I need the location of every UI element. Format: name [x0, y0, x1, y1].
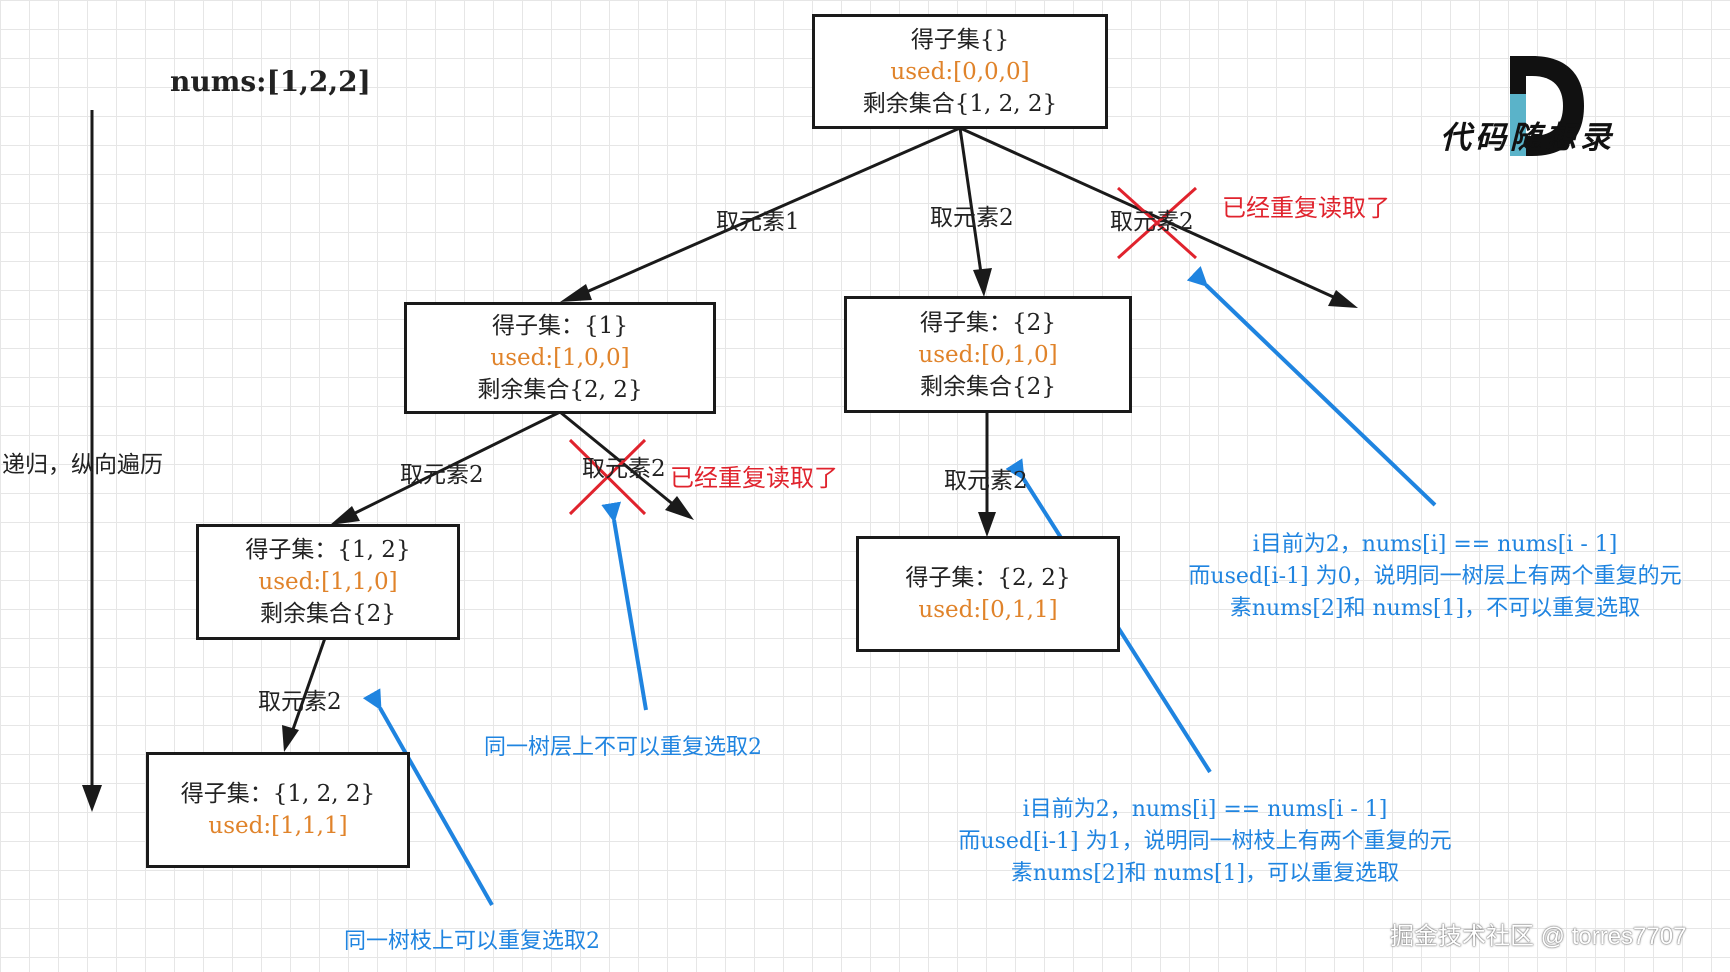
node-used: used:[0,0,0]	[890, 58, 1030, 85]
edge-n1-x	[559, 410, 681, 512]
node-used: used:[1,1,0]	[258, 569, 398, 595]
recursion-label: 递归，纵向遍历	[2, 452, 163, 478]
edge-n1-n12	[344, 410, 561, 520]
edge-label-n2-n22: 取元素2	[944, 468, 1028, 494]
edge-label-root-n1: 取元素1	[716, 209, 800, 235]
explain-line: 素nums[2]和 nums[1]，不可以重复选取	[1229, 596, 1641, 621]
explain-line: i目前为2，nums[i] == nums[i - 1]	[1022, 797, 1388, 822]
layer-note: 同一树层上不可以重复选取2	[484, 735, 762, 760]
node-remaining: 剩余集合{2}	[260, 601, 396, 627]
explain-note-top: i目前为2，nums[i] == nums[i - 1] 而used[i-1] …	[1150, 529, 1720, 625]
explain-note-bottom: i目前为2，nums[i] == nums[i - 1] 而used[i-1] …	[920, 794, 1490, 890]
explain-line: 素nums[2]和 nums[1]，可以重复选取	[1010, 861, 1400, 886]
node-2: 得子集：{2} used:[0,1,0] 剩余集合{2}	[844, 296, 1132, 413]
branch-note: 同一树枝上可以重复选取2	[344, 929, 600, 954]
node-subset: 得子集{}	[910, 26, 1010, 53]
node-subset: 得子集：{2, 2}	[905, 565, 1071, 591]
edge-label-root-x: 取元素2	[1110, 209, 1194, 235]
node-1-2-2: 得子集：{1, 2, 2} used:[1,1,1]	[146, 752, 410, 868]
node-subset: 得子集：{2}	[920, 309, 1056, 336]
node-used: used:[0,1,1]	[918, 597, 1058, 623]
blue-arrow-layer	[601, 501, 648, 711]
node-subset: 得子集：{1, 2, 2}	[180, 781, 376, 807]
edge-root-n1	[574, 126, 961, 299]
node-subset: 得子集：{1}	[492, 313, 628, 339]
node-used: used:[1,0,0]	[490, 345, 630, 371]
logo-mark	[1510, 56, 1584, 156]
node-2-2: 得子集：{2, 2} used:[0,1,1]	[856, 536, 1120, 652]
nums-title: nums:[1,2,2]	[170, 65, 371, 98]
node-subset: 得子集：{1, 2}	[245, 537, 411, 563]
node-1-2: 得子集：{1, 2} used:[1,1,0] 剩余集合{2}	[196, 524, 460, 640]
duplicate-note-top: 已经重复读取了	[1222, 194, 1390, 222]
edge-root-x	[959, 126, 1341, 302]
node-remaining: 剩余集合{2}	[920, 373, 1056, 400]
watermark: 掘金技术社区 @ torres7707	[1390, 923, 1687, 950]
edge-label-n1-n12: 取元素2	[400, 462, 484, 488]
node-used: used:[0,1,0]	[918, 341, 1058, 368]
cross-mark-mid	[568, 438, 647, 516]
explain-line: 而used[i-1] 为1，说明同一树枝上有两个重复的元	[958, 829, 1452, 854]
node-1: 得子集：{1} used:[1,0,0] 剩余集合{2, 2}	[404, 302, 716, 414]
logo-text: 代码随想录	[1440, 120, 1615, 156]
explain-line: 而used[i-1] 为0，说明同一树层上有两个重复的元	[1188, 564, 1682, 589]
edge-root-n2	[958, 127, 984, 281]
edge-n12-n122	[288, 637, 327, 739]
cross-mark-top	[1116, 186, 1198, 260]
node-remaining: 剩余集合{2, 2}	[477, 377, 643, 403]
edge-label-n12-n122: 取元素2	[258, 689, 342, 715]
blue-arrow-right-top	[1186, 266, 1437, 507]
edge-label-root-n2: 取元素2	[930, 205, 1014, 231]
blue-arrow-branch	[362, 688, 494, 906]
explain-line: i目前为2，nums[i] == nums[i - 1]	[1252, 532, 1618, 557]
node-remaining: 剩余集合{1, 2, 2}	[862, 90, 1058, 117]
node-used: used:[1,1,1]	[208, 813, 348, 839]
node-root: 得子集{} used:[0,0,0] 剩余集合{1, 2, 2}	[812, 14, 1108, 129]
edge-label-n1-x: 取元素2	[582, 456, 666, 482]
duplicate-note-mid: 已经重复读取了	[670, 464, 838, 492]
